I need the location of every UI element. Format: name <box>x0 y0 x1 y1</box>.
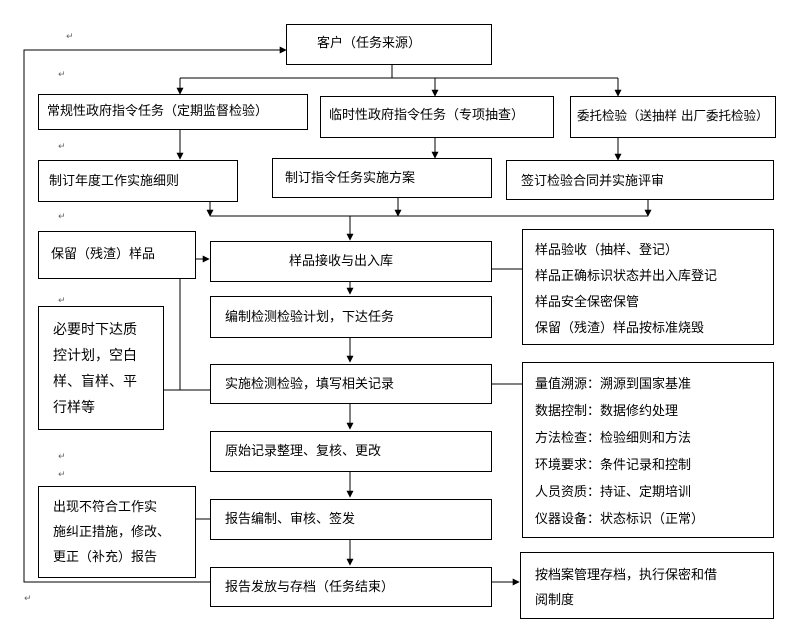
control-note: 量值溯源：溯源到国家基准 <box>535 377 692 392</box>
archive-notes-box: 按档案管理存档，执行保密和借 阅制度 <box>520 552 774 619</box>
sample-note: 样品验收（抽样、登记） <box>535 243 679 258</box>
control-note: 方法检查：检验细则和方法 <box>535 431 692 446</box>
nonconform-note: 施纠正措施，修改、 <box>53 525 171 540</box>
records-label: 原始记录整理、复核、更改 <box>225 444 382 459</box>
contract-box: 签订检验合同并实施评审 <box>506 160 774 200</box>
report-compile-label: 报告编制、审核、签发 <box>225 512 356 527</box>
report-issue-label: 报告发放与存档（任务结束） <box>225 580 395 595</box>
sample-receive-box: 样品接收与出入库 <box>210 241 492 282</box>
task-plan-label: 制订指令任务实施方案 <box>285 171 416 186</box>
control-notes-box: 量值溯源：溯源到国家基准 数据控制：数据修约处理 方法检查：检验细则和方法 环境… <box>522 362 774 538</box>
archive-note: 按档案管理存档，执行保密和借 <box>535 568 718 583</box>
retain-sample-label: 保留（残渣）样品 <box>51 247 156 262</box>
customer-label: 客户（任务来源） <box>317 36 422 51</box>
sample-note: 样品正确标识状态并出入库登记 <box>535 269 718 284</box>
paragraph-mark <box>58 452 66 462</box>
nonconform-notes-box: 出现不符合工作实 施纠正措施，修改、 更正（补充）报告 <box>38 486 196 578</box>
sample-receive-label: 样品接收与出入库 <box>289 254 394 269</box>
control-note: 数据控制：数据修约处理 <box>535 404 679 419</box>
line-retain-test <box>179 279 210 391</box>
test-plan-box: 编制检测检验计划，下达任务 <box>210 296 492 338</box>
control-note: 仪器设备：状态标识（正常） <box>535 512 705 527</box>
task-plan-box: 制订指令任务实施方案 <box>272 158 492 198</box>
test-plan-label: 编制检测检验计划，下达任务 <box>225 310 395 325</box>
report-compile-box: 报告编制、审核、签发 <box>210 499 492 540</box>
paragraph-mark <box>58 296 66 306</box>
qc-note: 必要时下达质 <box>53 322 137 338</box>
paragraph-mark <box>58 470 66 480</box>
paragraph-mark <box>58 70 66 80</box>
qc-note: 控计划，空白 <box>53 348 137 364</box>
perform-test-box: 实施检测检验，填写相关记录 <box>210 364 492 404</box>
paragraph-mark <box>58 142 66 152</box>
annual-plan-box: 制订年度工作实施细则 <box>38 160 238 202</box>
entrust-box: 委托检验（送抽样 出厂委托检验） <box>570 96 776 138</box>
records-box: 原始记录整理、复核、更改 <box>210 431 492 472</box>
control-note: 环境要求：条件记录和控制 <box>535 458 692 473</box>
entrust-label: 委托检验（送抽样 出厂委托检验） <box>577 108 769 123</box>
paragraph-mark <box>66 32 74 42</box>
annual-plan-label: 制订年度工作实施细则 <box>49 174 180 189</box>
nonconform-note: 出现不符合工作实 <box>53 500 158 515</box>
nonconform-note: 更正（补充）报告 <box>53 550 158 565</box>
control-note: 人员资质：持证、定期培训 <box>535 485 692 500</box>
retain-sample-box: 保留（残渣）样品 <box>38 231 196 279</box>
temp-task-label: 临时性政府指令任务（专项抽查） <box>329 108 525 123</box>
feedback-loop <box>23 46 287 583</box>
paragraph-mark <box>24 594 32 604</box>
regular-task-label: 常规性政府指令任务（定期监督检验） <box>47 104 269 119</box>
qc-note: 行样等 <box>53 400 95 416</box>
sample-note: 样品安全保密保管 <box>535 295 640 310</box>
qc-notes-box: 必要时下达质 控计划，空白 样、盲样、平 行样等 <box>38 306 164 430</box>
qc-note: 样、盲样、平 <box>53 374 137 390</box>
report-issue-box: 报告发放与存档（任务结束） <box>210 567 492 607</box>
paragraph-mark <box>58 212 66 222</box>
sample-notes-box: 样品验收（抽样、登记） 样品正确标识状态并出入库登记 样品安全保密保管 保留（残… <box>522 229 774 345</box>
archive-note: 阅制度 <box>535 593 575 608</box>
contract-label: 签订检验合同并实施评审 <box>521 174 665 189</box>
regular-task-box: 常规性政府指令任务（定期监督检验） <box>38 94 308 130</box>
perform-test-label: 实施检测检验，填写相关记录 <box>225 377 395 392</box>
sample-note: 保留（残渣）样品按标准烧毁 <box>535 321 705 336</box>
customer-box: 客户（任务来源） <box>286 24 492 65</box>
temp-task-box: 临时性政府指令任务（专项抽查） <box>320 96 554 138</box>
